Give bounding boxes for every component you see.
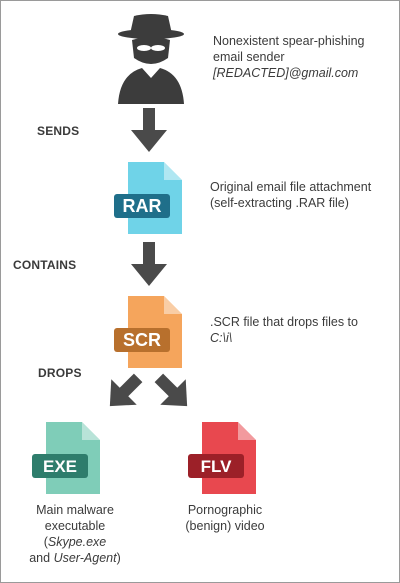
flv-desc-line-1: Pornographic [187, 503, 263, 517]
file-rar-icon: RAR [112, 160, 188, 236]
file-scr-label: SCR [123, 330, 161, 350]
exe-desc-line-4: and User-Agent) [29, 551, 121, 565]
arrow-down-icon [131, 242, 167, 286]
scr-description: .SCR file that drops files to C:\i\ [210, 314, 390, 346]
scr-desc-line-1: .SCR file that drops files to [210, 315, 358, 329]
exe-desc-line-3: (Skype.exe [43, 535, 107, 549]
file-scr-icon: SCR [112, 294, 188, 370]
flv-desc-line-2: (benign) video [185, 519, 265, 533]
scr-desc-line-2: C:\i\ [210, 331, 233, 345]
sender-description: Nonexistent spear-phishing email sender … [213, 33, 393, 81]
file-exe-icon: EXE [30, 420, 106, 496]
exe-desc-line-2: executable [44, 519, 106, 533]
arrow-down-right-icon [153, 372, 193, 412]
hacker-icon [112, 12, 190, 104]
rar-description: Original email file attachment (self-ext… [210, 179, 390, 211]
file-exe-label: EXE [43, 457, 77, 476]
sender-line-1: Nonexistent spear-phishing [213, 34, 365, 48]
file-flv-label: FLV [201, 457, 233, 476]
rar-desc-line-2: (self-extracting .RAR file) [210, 196, 349, 210]
arrow-down-icon [131, 108, 167, 152]
step-label-drops: DROPS [38, 366, 82, 380]
step-label-sends: SENDS [37, 124, 80, 138]
flv-description: Pornographic (benign) video [165, 502, 285, 534]
sender-line-2: email sender [213, 50, 285, 64]
exe-description: Main malware executable (Skype.exe and U… [10, 502, 140, 566]
file-rar-label: RAR [123, 196, 162, 216]
step-label-contains: CONTAINS [13, 258, 77, 272]
sender-email: [REDACTED]@gmail.com [213, 66, 359, 80]
rar-desc-line-1: Original email file attachment [210, 180, 372, 194]
arrow-down-left-icon [104, 372, 144, 412]
exe-desc-line-1: Main malware [36, 503, 114, 517]
file-flv-icon: FLV [186, 420, 262, 496]
